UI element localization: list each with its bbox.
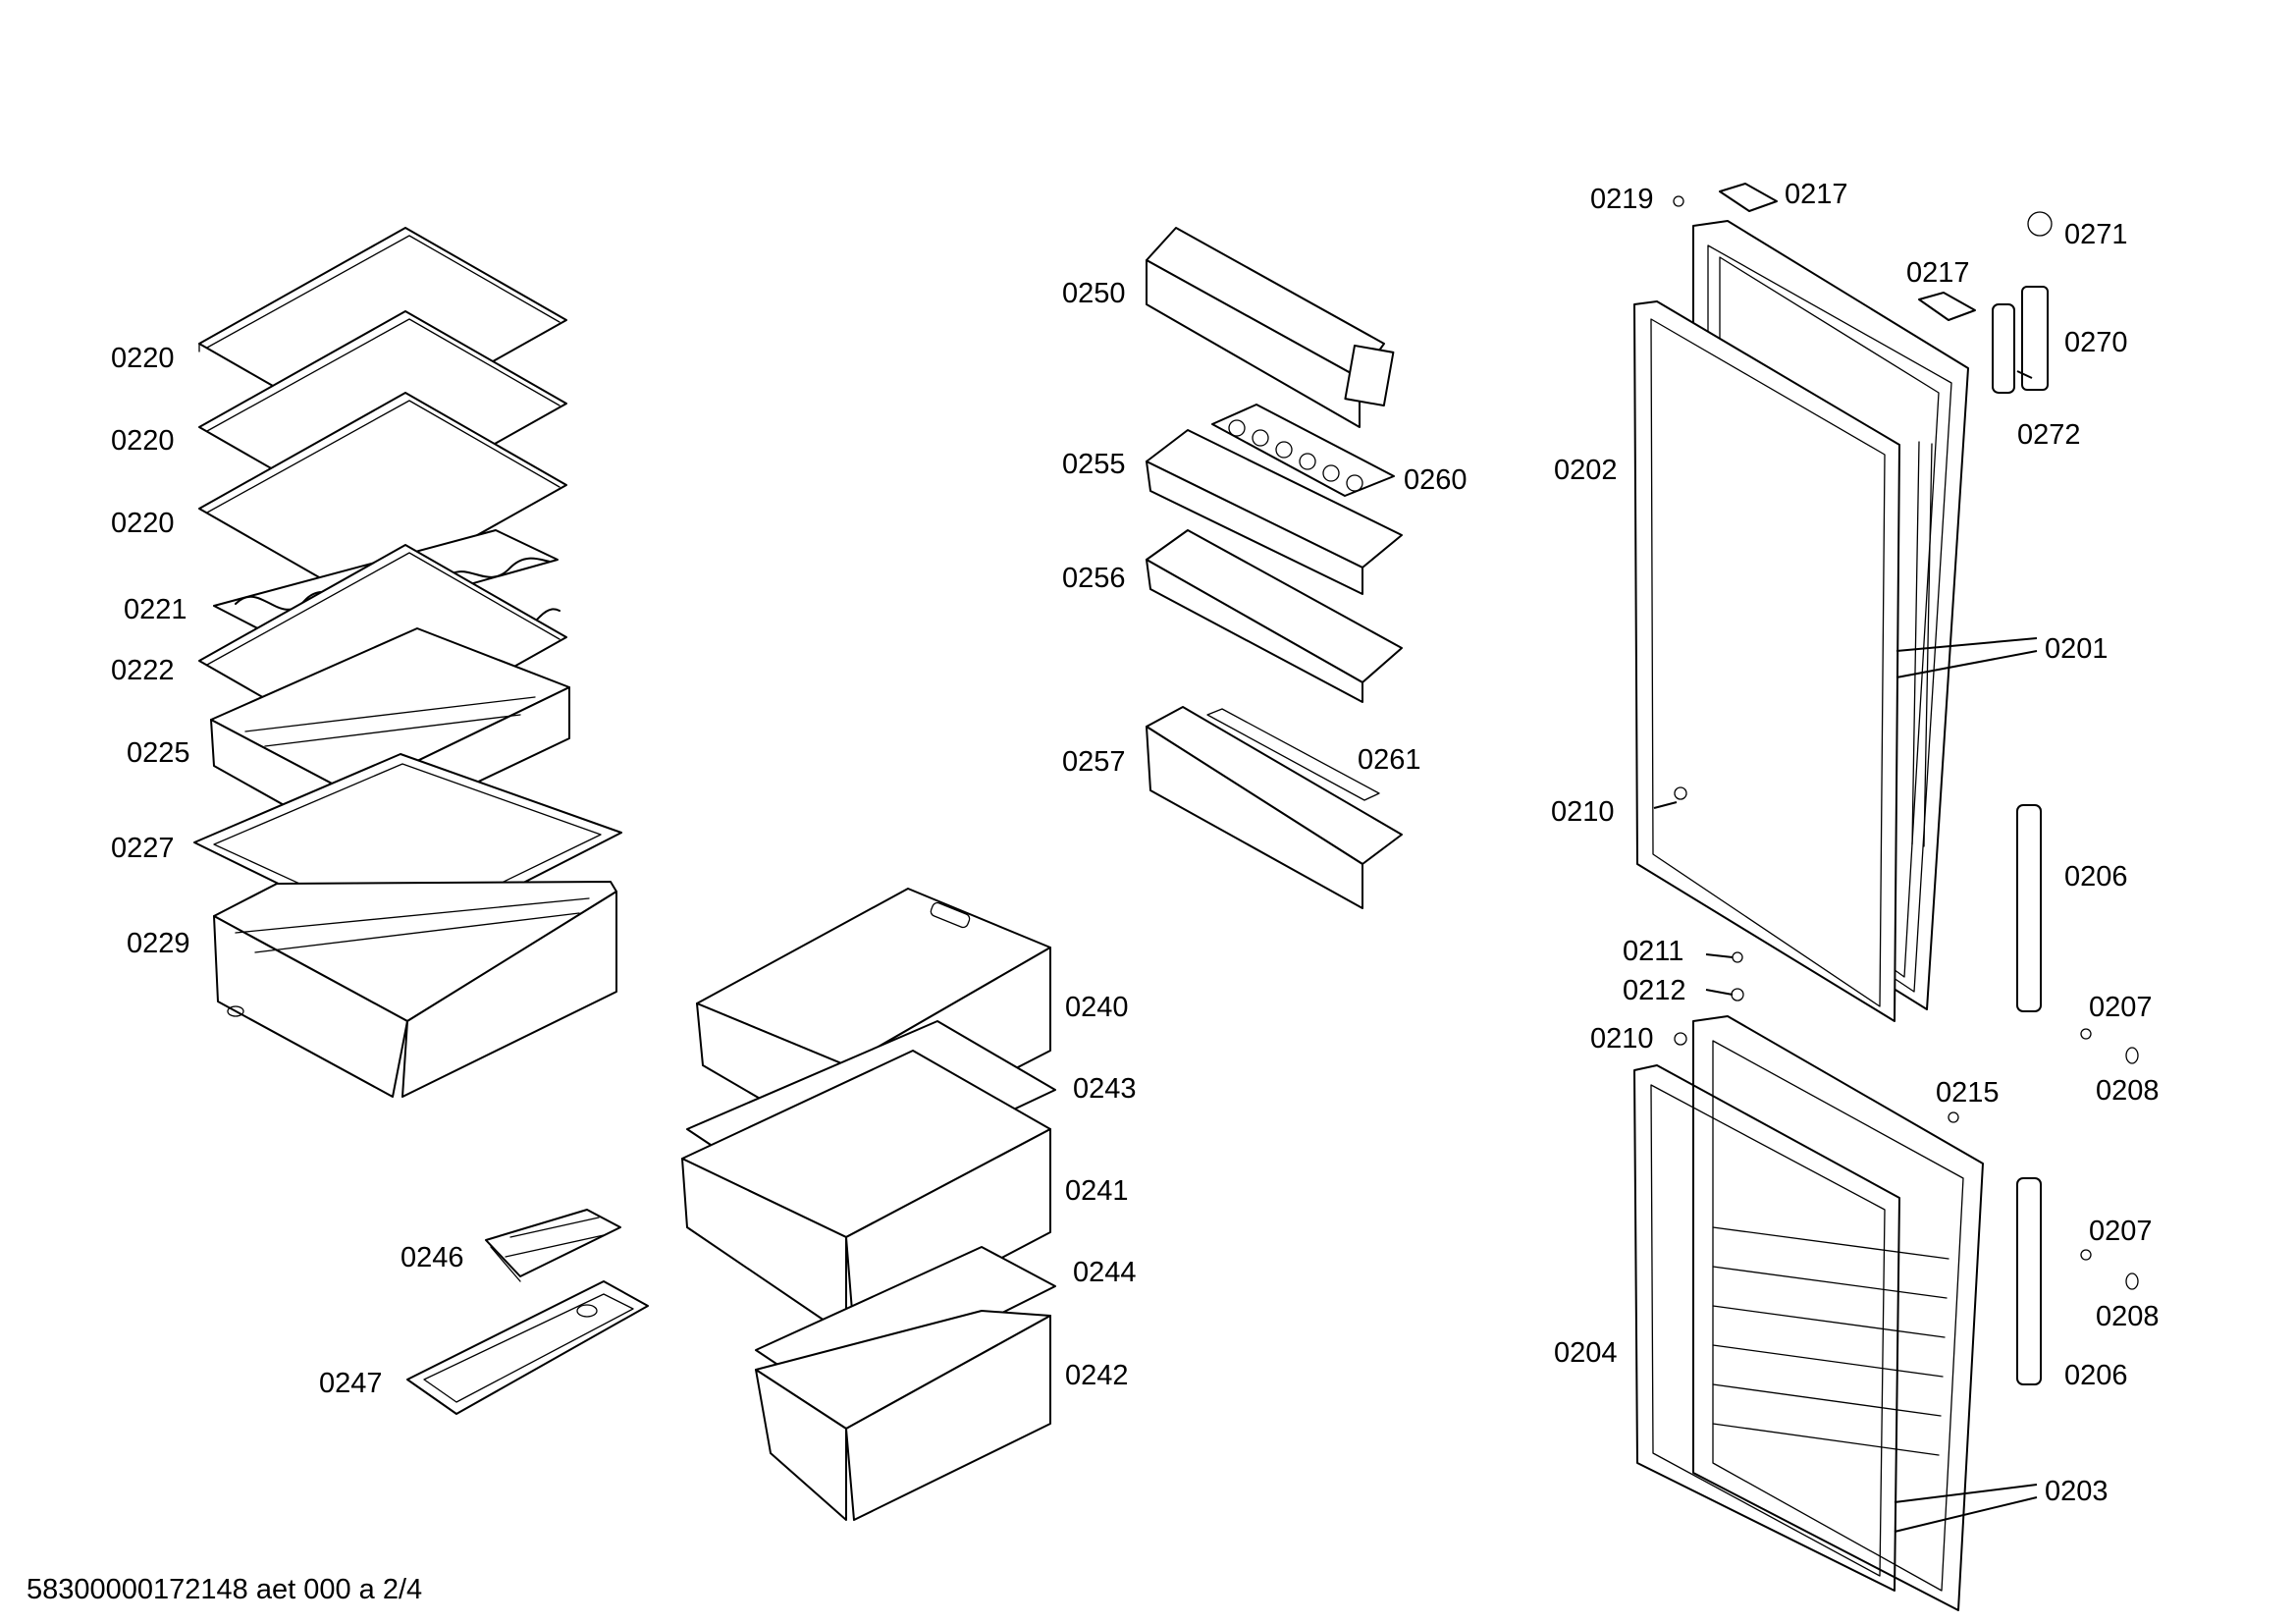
callout-0220-a: 0220 (111, 343, 175, 374)
callout-0206-a: 0206 (2064, 861, 2128, 893)
callout-0220-b: 0220 (111, 425, 175, 457)
cover-0272 (1992, 303, 2015, 394)
callout-0270: 0270 (2064, 327, 2128, 358)
callout-0250: 0250 (1062, 278, 1126, 309)
callout-0221: 0221 (124, 594, 187, 625)
screw-0215 (1948, 1111, 1959, 1123)
callout-0201: 0201 (2045, 633, 2109, 665)
callout-0220-c: 0220 (111, 508, 175, 539)
callout-0211: 0211 (1623, 936, 1683, 967)
screw-0207-lower (2080, 1249, 2092, 1261)
callout-0260: 0260 (1404, 464, 1468, 496)
callout-0240: 0240 (1065, 992, 1129, 1023)
washer-0212 (1731, 988, 1744, 1001)
ice-cube-tray (485, 1209, 621, 1282)
callout-0244: 0244 (1073, 1257, 1137, 1288)
callout-0202: 0202 (1554, 455, 1618, 486)
screw-0210-upper (1674, 786, 1687, 800)
callout-0229: 0229 (127, 928, 190, 959)
freezer-door-gasket (1633, 1064, 1900, 1592)
pin-0211 (1732, 951, 1743, 963)
cap-0208-upper (2125, 1047, 2139, 1064)
callout-0247: 0247 (319, 1368, 383, 1399)
leader-lines (1653, 370, 2038, 1533)
handle-upper (2016, 804, 2042, 1012)
callout-0210-b: 0210 (1590, 1023, 1654, 1055)
hinge-cover-top (1719, 183, 1778, 212)
screw-0207-upper (2080, 1028, 2092, 1040)
callout-0207-a: 0207 (2089, 992, 2153, 1023)
ice-container (406, 1280, 649, 1415)
callout-0208-a: 0208 (2096, 1075, 2160, 1107)
screw-0210-lower (1674, 1032, 1687, 1046)
door-shelf-middle (1146, 529, 1403, 703)
callout-0271: 0271 (2064, 219, 2128, 250)
callout-0207-b: 0207 (2089, 1216, 2153, 1247)
callout-0222: 0222 (111, 655, 175, 686)
callout-0257: 0257 (1062, 746, 1126, 778)
freezer-drawer-2 (681, 1050, 1051, 1336)
callout-0272: 0272 (2017, 419, 2081, 451)
callout-0243: 0243 (1073, 1073, 1137, 1105)
cap-0208-lower (2125, 1272, 2139, 1290)
callout-0217-a: 0217 (1785, 179, 1848, 210)
cover-0270 (2021, 286, 2049, 391)
handle-lower (2016, 1177, 2042, 1385)
callout-0261: 0261 (1358, 744, 1421, 776)
callout-0204: 0204 (1554, 1337, 1618, 1369)
callout-0219: 0219 (1590, 184, 1654, 215)
cap-0219 (1673, 195, 1684, 207)
callout-0212: 0212 (1623, 975, 1686, 1006)
callout-0241: 0241 (1065, 1175, 1129, 1207)
sensor-0271 (2027, 211, 2053, 237)
callout-0215: 0215 (1936, 1077, 2000, 1109)
glass-shelf-3 (198, 392, 567, 602)
fridge-door-gasket (1633, 300, 1900, 1022)
callout-0206-b: 0206 (2064, 1360, 2128, 1391)
door-shelf-bottle (1146, 706, 1403, 909)
callout-0225: 0225 (127, 737, 190, 769)
callout-0242: 0242 (1065, 1360, 1129, 1391)
door-shelf-eggs (1146, 404, 1403, 595)
document-reference-footer: 58300000172148 aet 000 a 2/4 (27, 1574, 422, 1605)
callout-0246: 0246 (400, 1242, 464, 1273)
hinge-cover-right (1918, 292, 1976, 321)
freezer-door (1692, 1015, 1984, 1611)
callout-0217-b: 0217 (1906, 257, 1970, 289)
callout-0203: 0203 (2045, 1476, 2109, 1507)
callout-0210-a: 0210 (1551, 796, 1615, 828)
door-shelf-lidded (1146, 227, 1395, 428)
callout-0227: 0227 (111, 833, 175, 864)
callout-0208-b: 0208 (2096, 1301, 2160, 1332)
callout-0255: 0255 (1062, 449, 1126, 480)
freezer-drawer-3 (755, 1310, 1051, 1521)
vegetable-crisper (213, 881, 617, 1098)
callout-0256: 0256 (1062, 563, 1126, 594)
